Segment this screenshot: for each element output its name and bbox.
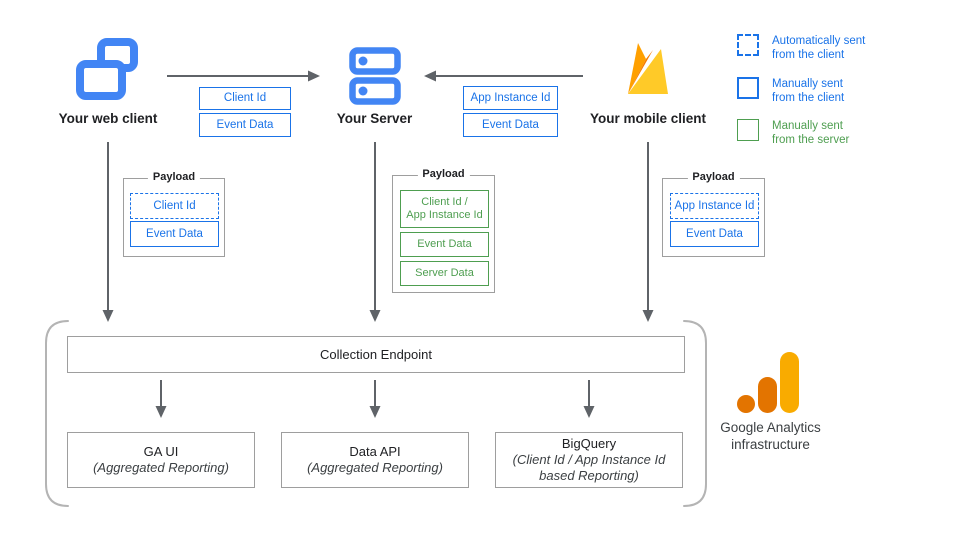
payload-item-event-data: Event Data (670, 221, 759, 247)
payload-group-server: Payload Client Id / App Instance Id Even… (392, 168, 495, 293)
output-box-bigquery: BigQuery (Client Id / App Instance Id ba… (495, 432, 683, 488)
payload-title: Payload (687, 171, 740, 183)
output-name: GA UI (143, 444, 179, 459)
output-name: Data API (349, 444, 401, 459)
firebase-icon (628, 43, 668, 94)
flow-box-app-instance-id: App Instance Id (463, 86, 558, 110)
payload-group-mobile: Payload App Instance Id Event Data (662, 171, 765, 257)
payload-group-web: Payload Client Id Event Data (123, 171, 225, 257)
output-detail: (Aggregated Reporting) (307, 460, 443, 475)
payload-title: Payload (417, 168, 470, 180)
legend-solid-green-swatch (737, 119, 759, 141)
output-name: BigQuery (561, 436, 617, 451)
payload-item-event-data: Event Data (130, 221, 219, 247)
payload-item-event-data: Event Data (400, 232, 489, 257)
output-detail: (Client Id / App Instance Id based Repor… (512, 452, 666, 483)
legend-label: Manually sent from the client (772, 78, 845, 104)
collection-endpoint-box: Collection Endpoint (67, 336, 685, 373)
mobile-client-label: Your mobile client (589, 111, 706, 126)
flow-box-event-data-2: Event Data (463, 113, 558, 137)
infrastructure-bracket-right (683, 320, 707, 507)
payload-item-client-id: Client Id (130, 193, 219, 219)
legend-label: Automatically sent from the client (772, 35, 866, 61)
payload-item-app-instance-id: App Instance Id (670, 193, 759, 219)
payload-title: Payload (147, 171, 201, 183)
web-client-icon (76, 38, 138, 100)
output-detail: (Aggregated Reporting) (93, 460, 229, 475)
server-icon (349, 47, 401, 105)
output-box-ga-ui: GA UI (Aggregated Reporting) (67, 432, 255, 488)
infrastructure-caption: Google Analytics infrastructure (720, 420, 821, 452)
legend-dashed-blue-swatch (737, 34, 759, 56)
flow-box-event-data: Event Data (199, 113, 291, 137)
legend-label: Manually sent from the server (772, 120, 850, 146)
infrastructure-bracket-left (45, 320, 69, 507)
legend-solid-blue-swatch (737, 77, 759, 99)
legend-item-auto-client: Automatically sent from the client (737, 34, 937, 62)
google-analytics-logo-icon (737, 352, 799, 413)
legend-item-manual-server: Manually sent from the server (737, 119, 937, 147)
flow-box-client-id: Client Id (199, 87, 291, 110)
output-box-data-api: Data API (Aggregated Reporting) (281, 432, 469, 488)
payload-item-client-or-app-id: Client Id / App Instance Id (400, 190, 489, 228)
legend-item-manual-client: Manually sent from the client (737, 77, 937, 105)
payload-item-server-data: Server Data (400, 261, 489, 286)
web-client-label: Your web client (58, 111, 158, 126)
server-label: Your Server (336, 111, 413, 126)
